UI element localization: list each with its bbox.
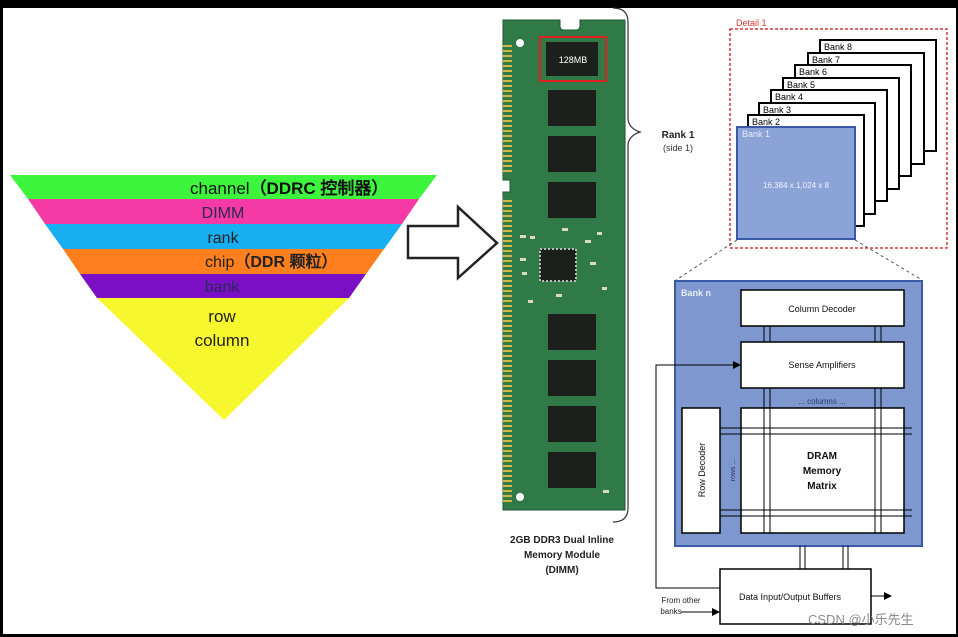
matrix-grid [741,408,912,533]
memory-matrix-box [740,407,905,534]
pyramid-layer-channel [10,175,437,199]
bottom-border [0,634,958,637]
row-decoder-label: Row Decoder [697,443,707,498]
columns-label: ... columns ... [798,397,846,406]
mount-hole [516,493,524,501]
dimm-caption-line1: 2GB DDR3 Dual Inline [510,535,614,546]
zoom-line [675,239,738,281]
pyramid-label-channel: channel（DDRC 控制器） [190,178,388,198]
bank-label-4: Bank 4 [775,92,803,102]
right-arrow-icon [406,204,499,281]
bank-label-3: Bank 3 [763,105,791,115]
pyramid-layer-dimm [28,199,419,224]
column-decoder-box [740,289,905,327]
dimm-chip [548,90,596,126]
rank-title: Rank 1 [662,130,695,141]
dimm-chip [548,136,596,172]
io-buffers-box [719,568,872,625]
io-buffers-label: Data Input/Output Buffers [739,592,841,602]
bank-label-2: Bank 2 [752,117,780,127]
matrix-label-line1: DRAM [807,451,837,462]
pyramid-label-chip: chip（DDR 颗粒） [205,252,337,271]
detail-bank-stack: Detail 1 Bank 8 Bank 7 Bank 6 Bank 5 Ban… [729,18,948,249]
row-decoder-box [681,407,721,534]
bank-label-8: Bank 8 [824,42,852,52]
pyramid-label-rank: rank [207,230,239,247]
dimm-chip [546,42,598,76]
left-border [0,0,3,637]
pyramid-label-bank: bank [205,279,241,296]
dimm-chip [548,314,596,350]
bank-label-7: Bank 7 [812,55,840,65]
pyramid-layer-row-column [97,298,349,420]
smd-components [520,228,609,493]
dimm-caption-line2: Memory Module [524,550,601,561]
rank-subtitle: (side 1) [663,143,693,153]
bank-label-6: Bank 6 [799,67,827,77]
dimm-chip [548,182,596,218]
mount-hole [516,39,524,47]
bank-n-title: Bank n [681,288,711,298]
pyramid-layer-chip [63,249,384,274]
from-other-banks-line2: banks [660,607,681,616]
chip-size-label: 128MB [559,55,588,65]
rows-label: rows ... [730,459,737,482]
dimm-chip [548,406,596,442]
zoom-line [854,239,923,281]
pyramid-label-row: row [208,307,236,326]
highlight-box [539,36,607,82]
bank-label-1: Bank 1 [742,129,770,139]
bank-size: 16,384 x 1,024 x 8 [763,181,829,190]
pyramid-layer-rank [45,224,402,249]
dimm-pins [503,197,512,502]
from-other-banks-line1: From other [661,596,700,605]
sense-amplifiers-box [740,341,905,389]
dimm-controller-chip [539,248,577,282]
matrix-label-line3: Matrix [807,481,837,492]
dimm-chip [548,452,596,488]
column-decoder-label: Column Decoder [788,304,856,314]
top-border [0,0,958,8]
detail-title: Detail 1 [736,18,767,28]
matrix-label-line2: Memory [803,466,842,477]
bank-label-5: Bank 5 [787,80,815,90]
dimm-caption-line3: (DIMM) [545,565,578,576]
pyramid-label-dimm: DIMM [202,205,245,222]
right-border [956,0,958,637]
rank-brace [612,7,642,523]
dimm-pins [503,45,512,175]
bank-n-detail: Bank n Column Decoder Sense Amplifiers .… [674,280,923,547]
pyramid-layer-bank [80,274,366,298]
detail-box [729,28,948,249]
io-path [655,361,892,616]
bank-card-1 [736,126,856,240]
sense-amplifiers-label: Sense Amplifiers [788,360,856,370]
pyramid-label-column: column [195,331,250,350]
watermark: CSDN @小乐先生 [808,612,914,627]
hierarchy-pyramid: channel（DDRC 控制器） DIMM rank chip（DDR 颗粒）… [10,175,437,420]
dimm-module: 128MB [502,19,626,511]
dimm-chip [548,360,596,396]
